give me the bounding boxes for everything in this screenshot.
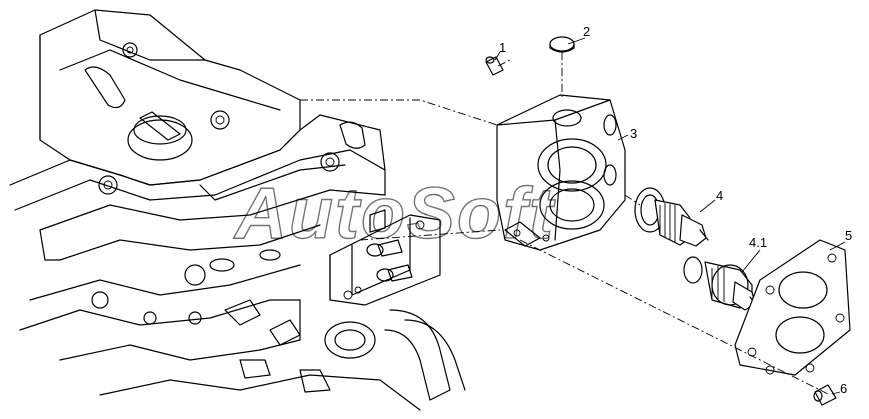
- callout-4: 4: [716, 188, 723, 203]
- callout-1: 1: [499, 40, 506, 55]
- assembly-lines: [300, 52, 831, 396]
- watermark: AutoSoft: [233, 174, 556, 254]
- callout-5: 5: [845, 228, 852, 243]
- callout-3: 3: [630, 126, 637, 141]
- part-4-1-thermostat: [683, 256, 758, 311]
- part-4-thermostat: [634, 187, 709, 247]
- part-2-cap: [549, 36, 575, 53]
- callout-6: 6: [840, 381, 847, 396]
- part-5-gasket: [734, 239, 851, 376]
- leader-lines: [494, 37, 846, 395]
- part-1-pin: [485, 56, 504, 76]
- part-6-pin: [813, 384, 837, 406]
- svg-text:~: ~: [424, 212, 427, 218]
- callout-4-1: 4.1: [749, 235, 767, 250]
- callout-labels: 1 2 3 4 4.1 5 6: [499, 24, 852, 396]
- part-3-thermostat-housing: [496, 94, 626, 251]
- engine-block: ~: [9, 9, 466, 411]
- callout-2: 2: [583, 24, 590, 39]
